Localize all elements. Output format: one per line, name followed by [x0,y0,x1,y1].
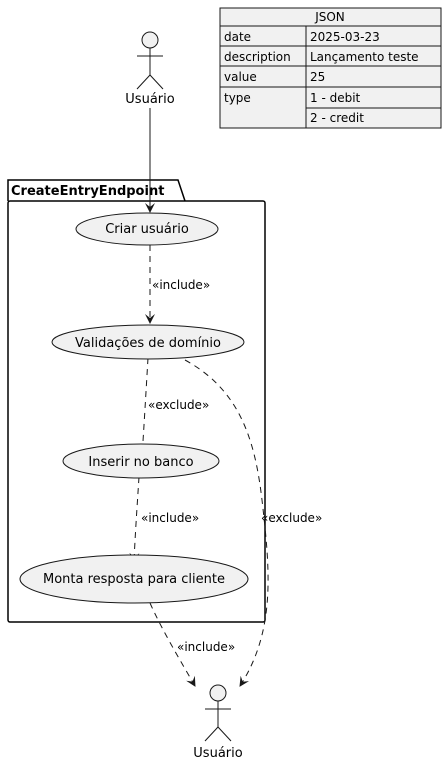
usecase-validacoes: Validações de domínio [51,324,245,360]
edge-label-validacoes-usuario: «exclude» [261,511,322,525]
json-key: date [224,30,251,44]
actor-bottom: Usuário [193,684,243,761]
package-title: CreateEntryEndpoint [11,184,164,199]
usecase-monta: Monta resposta para cliente [19,554,249,604]
actor-top-leg-right [149,74,164,90]
usecase-monta-label: Monta resposta para cliente [43,572,225,587]
edge-label-monta-usuario: «include» [177,640,235,654]
package-create-entry-endpoint: CreateEntryEndpoint [7,179,266,623]
usecase-inserir: Inserir no banco [62,443,220,479]
edge-monta-to-usuario [149,602,196,687]
edge-validacoes-to-usuario [184,359,269,687]
usecase-validacoes-label: Validações de domínio [75,336,221,351]
usecase-monta-ellipse [19,554,249,604]
usecase-inserir-ellipse [62,443,220,479]
actor-bottom-leg-left [204,726,219,742]
actor-bottom-head [209,684,227,702]
json-value: 2025-03-23 [310,30,380,44]
json-table: JSON date 2025-03-23 description Lançame… [219,7,442,129]
usecase-validacoes-ellipse [51,324,245,360]
package-tab [7,179,186,202]
usecase-criar: Criar usuário [75,212,219,246]
actor-bottom-label: Usuário [193,746,242,761]
json-key: value [224,70,257,84]
actor-top-leg-left [136,74,151,90]
edge-label-inserir-monta: «include» [141,511,199,525]
edges: «include» «exclude» «include» «include» … [129,108,322,687]
actor-bottom-leg-right [217,726,232,742]
json-value: 25 [310,70,325,84]
actor-top: Usuário [125,31,175,107]
usecase-criar-ellipse [75,212,219,246]
json-value: 2 - credit [310,111,364,125]
edge-label-validacoes-inserir: «exclude» [148,398,209,412]
json-value: 1 - debit [310,91,361,105]
json-key: type [224,91,251,105]
json-table-title: JSON [314,10,345,24]
usecase-criar-label: Criar usuário [105,222,189,237]
edge-label-criar-validacoes: «include» [152,278,210,292]
edge-inserir-to-monta [129,476,140,563]
json-key: description [224,50,291,64]
actor-top-label: Usuário [125,92,174,107]
package-body [7,200,266,623]
json-value: Lançamento teste [310,50,419,64]
actor-top-head [141,31,159,49]
usecase-inserir-label: Inserir no banco [88,455,193,470]
